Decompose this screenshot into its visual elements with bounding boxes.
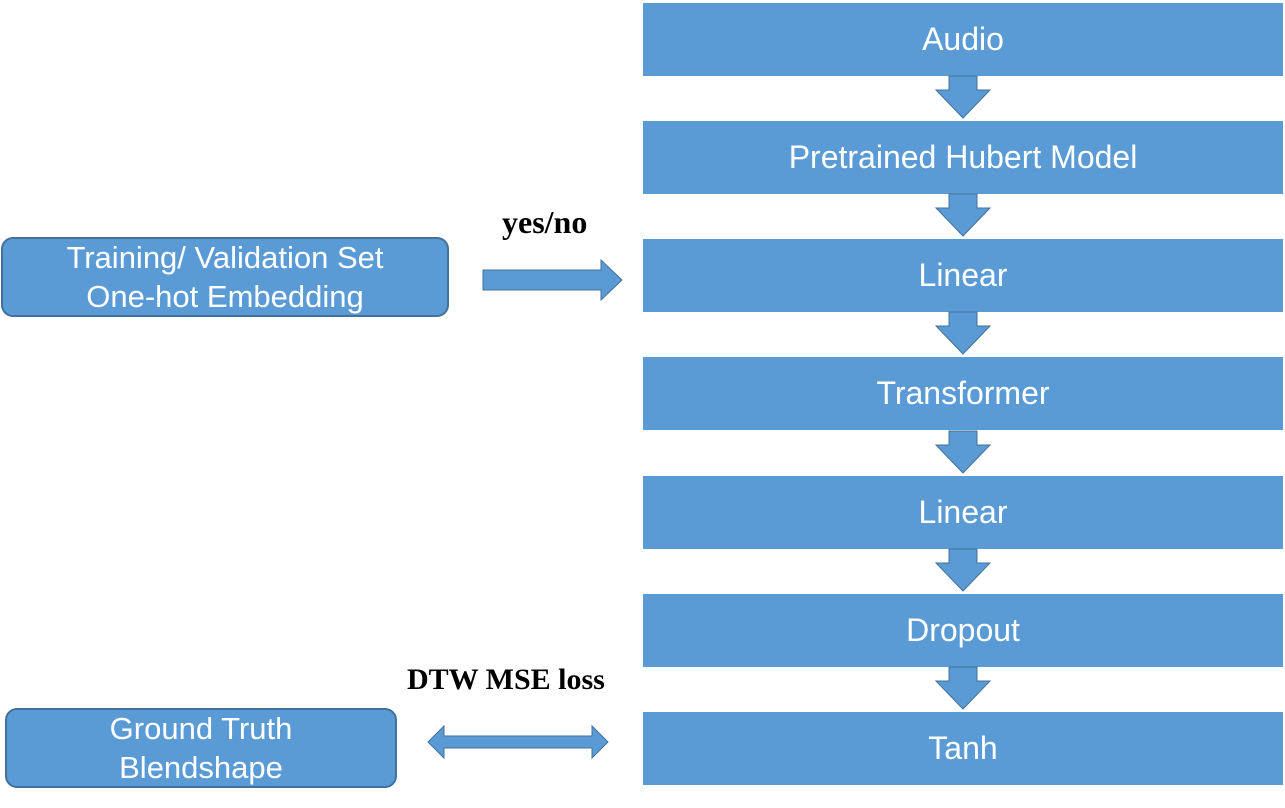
embedding-line-2: One-hot Embedding: [86, 279, 364, 314]
layer-label: Dropout: [906, 612, 1020, 648]
down-arrow-4: [934, 430, 992, 474]
layer-label: Linear: [918, 494, 1008, 530]
down-arrow-3: [934, 311, 992, 355]
embedding-line-1: Training/ Validation Set: [66, 240, 384, 275]
layer-linear-2: Linear: [643, 476, 1283, 549]
layer-transformer: Transformer: [643, 357, 1283, 430]
layer-label: Transformer: [876, 375, 1050, 411]
ground-truth-box: Ground Truth Blendshape: [5, 708, 397, 788]
layer-audio: Audio: [643, 3, 1283, 76]
layer-label: Linear: [918, 257, 1008, 293]
right-arrow: [482, 258, 623, 302]
down-arrow-6: [934, 666, 992, 710]
loss-edge-label: DTW MSE loss: [407, 663, 605, 696]
layer-label: Tanh: [928, 730, 998, 766]
layer-dropout: Dropout: [643, 594, 1283, 667]
layer-linear-1: Linear: [643, 239, 1283, 312]
embedding-edge-label: yes/no: [502, 204, 588, 240]
layer-tanh: Tanh: [643, 712, 1283, 785]
layer-pretrained-hubert: Pretrained Hubert Model: [643, 121, 1283, 194]
ground-truth-line-2: Blendshape: [119, 750, 283, 785]
embedding-box: Training/ Validation Set One-hot Embeddi…: [1, 237, 449, 317]
ground-truth-line-1: Ground Truth: [109, 711, 293, 746]
layer-label: Audio: [922, 21, 1004, 57]
down-arrow-5: [934, 548, 992, 592]
layer-label: Pretrained Hubert Model: [788, 139, 1138, 175]
down-arrow-1: [934, 75, 992, 119]
double-arrow: [427, 724, 609, 760]
down-arrow-2: [934, 193, 992, 237]
